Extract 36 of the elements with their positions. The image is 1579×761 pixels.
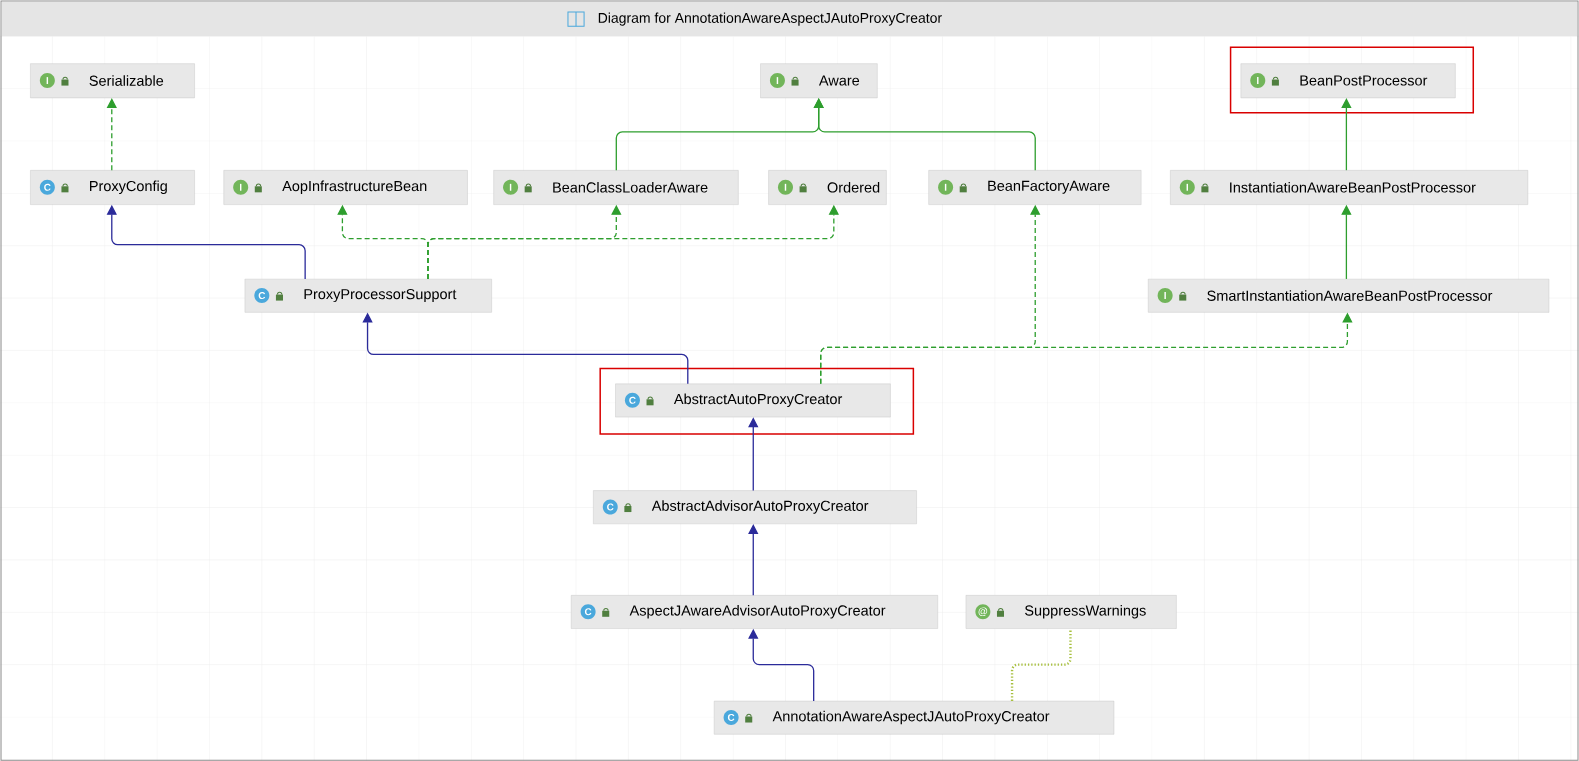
class-name: AbstractAutoProxyCreator <box>673 393 843 407</box>
class-box <box>593 490 917 524</box>
arrow <box>1341 98 1352 171</box>
class-name: BeanClassLoaderAware <box>553 181 708 193</box>
class-name: ProxyConfig <box>90 180 167 194</box>
class-box <box>244 278 492 313</box>
class-name: SuppressWarnings <box>1025 604 1146 619</box>
class-name: BeanFactoryAware <box>988 180 1110 194</box>
class-name: AbstractAdvisorAutoProxyCreator <box>651 500 869 514</box>
class-name: ProxyProcessorSupport <box>304 288 457 302</box>
class-box <box>1170 170 1529 205</box>
class-box <box>571 595 938 629</box>
class-box <box>928 170 1142 205</box>
class-box <box>965 595 1177 629</box>
class-name: Serializable <box>89 75 164 86</box>
arrow <box>813 98 1036 171</box>
class-name: SmartInstantiationAwareBeanPostProcessor <box>1207 290 1493 301</box>
class-box <box>30 63 195 98</box>
class-box <box>30 170 195 205</box>
class-name: AnnotationAwareAspectJAutoProxyCreator <box>772 710 1050 725</box>
arrow <box>106 98 117 171</box>
class-name: Aware <box>818 75 860 86</box>
class-name: AspectJAwareAdvisorAutoProxyCreator <box>629 604 886 619</box>
class-name: InstantiationAwareBeanPostProcessor <box>1230 181 1476 193</box>
class-box <box>768 170 887 205</box>
class-box <box>713 700 1115 735</box>
class-box <box>760 63 878 98</box>
class-box <box>493 170 739 205</box>
class-box <box>1148 278 1550 313</box>
title-bar: Diagram for AnnotationAwareAspectJAutoProxyCreator <box>2 1 1577 37</box>
class-name: BeanPostProcessor <box>1300 75 1428 86</box>
class-box <box>1240 63 1456 98</box>
class-name: Ordered <box>827 181 880 193</box>
class-box <box>223 170 468 205</box>
class-box <box>615 383 891 418</box>
class-name: AopInfrastructureBean <box>282 180 427 194</box>
